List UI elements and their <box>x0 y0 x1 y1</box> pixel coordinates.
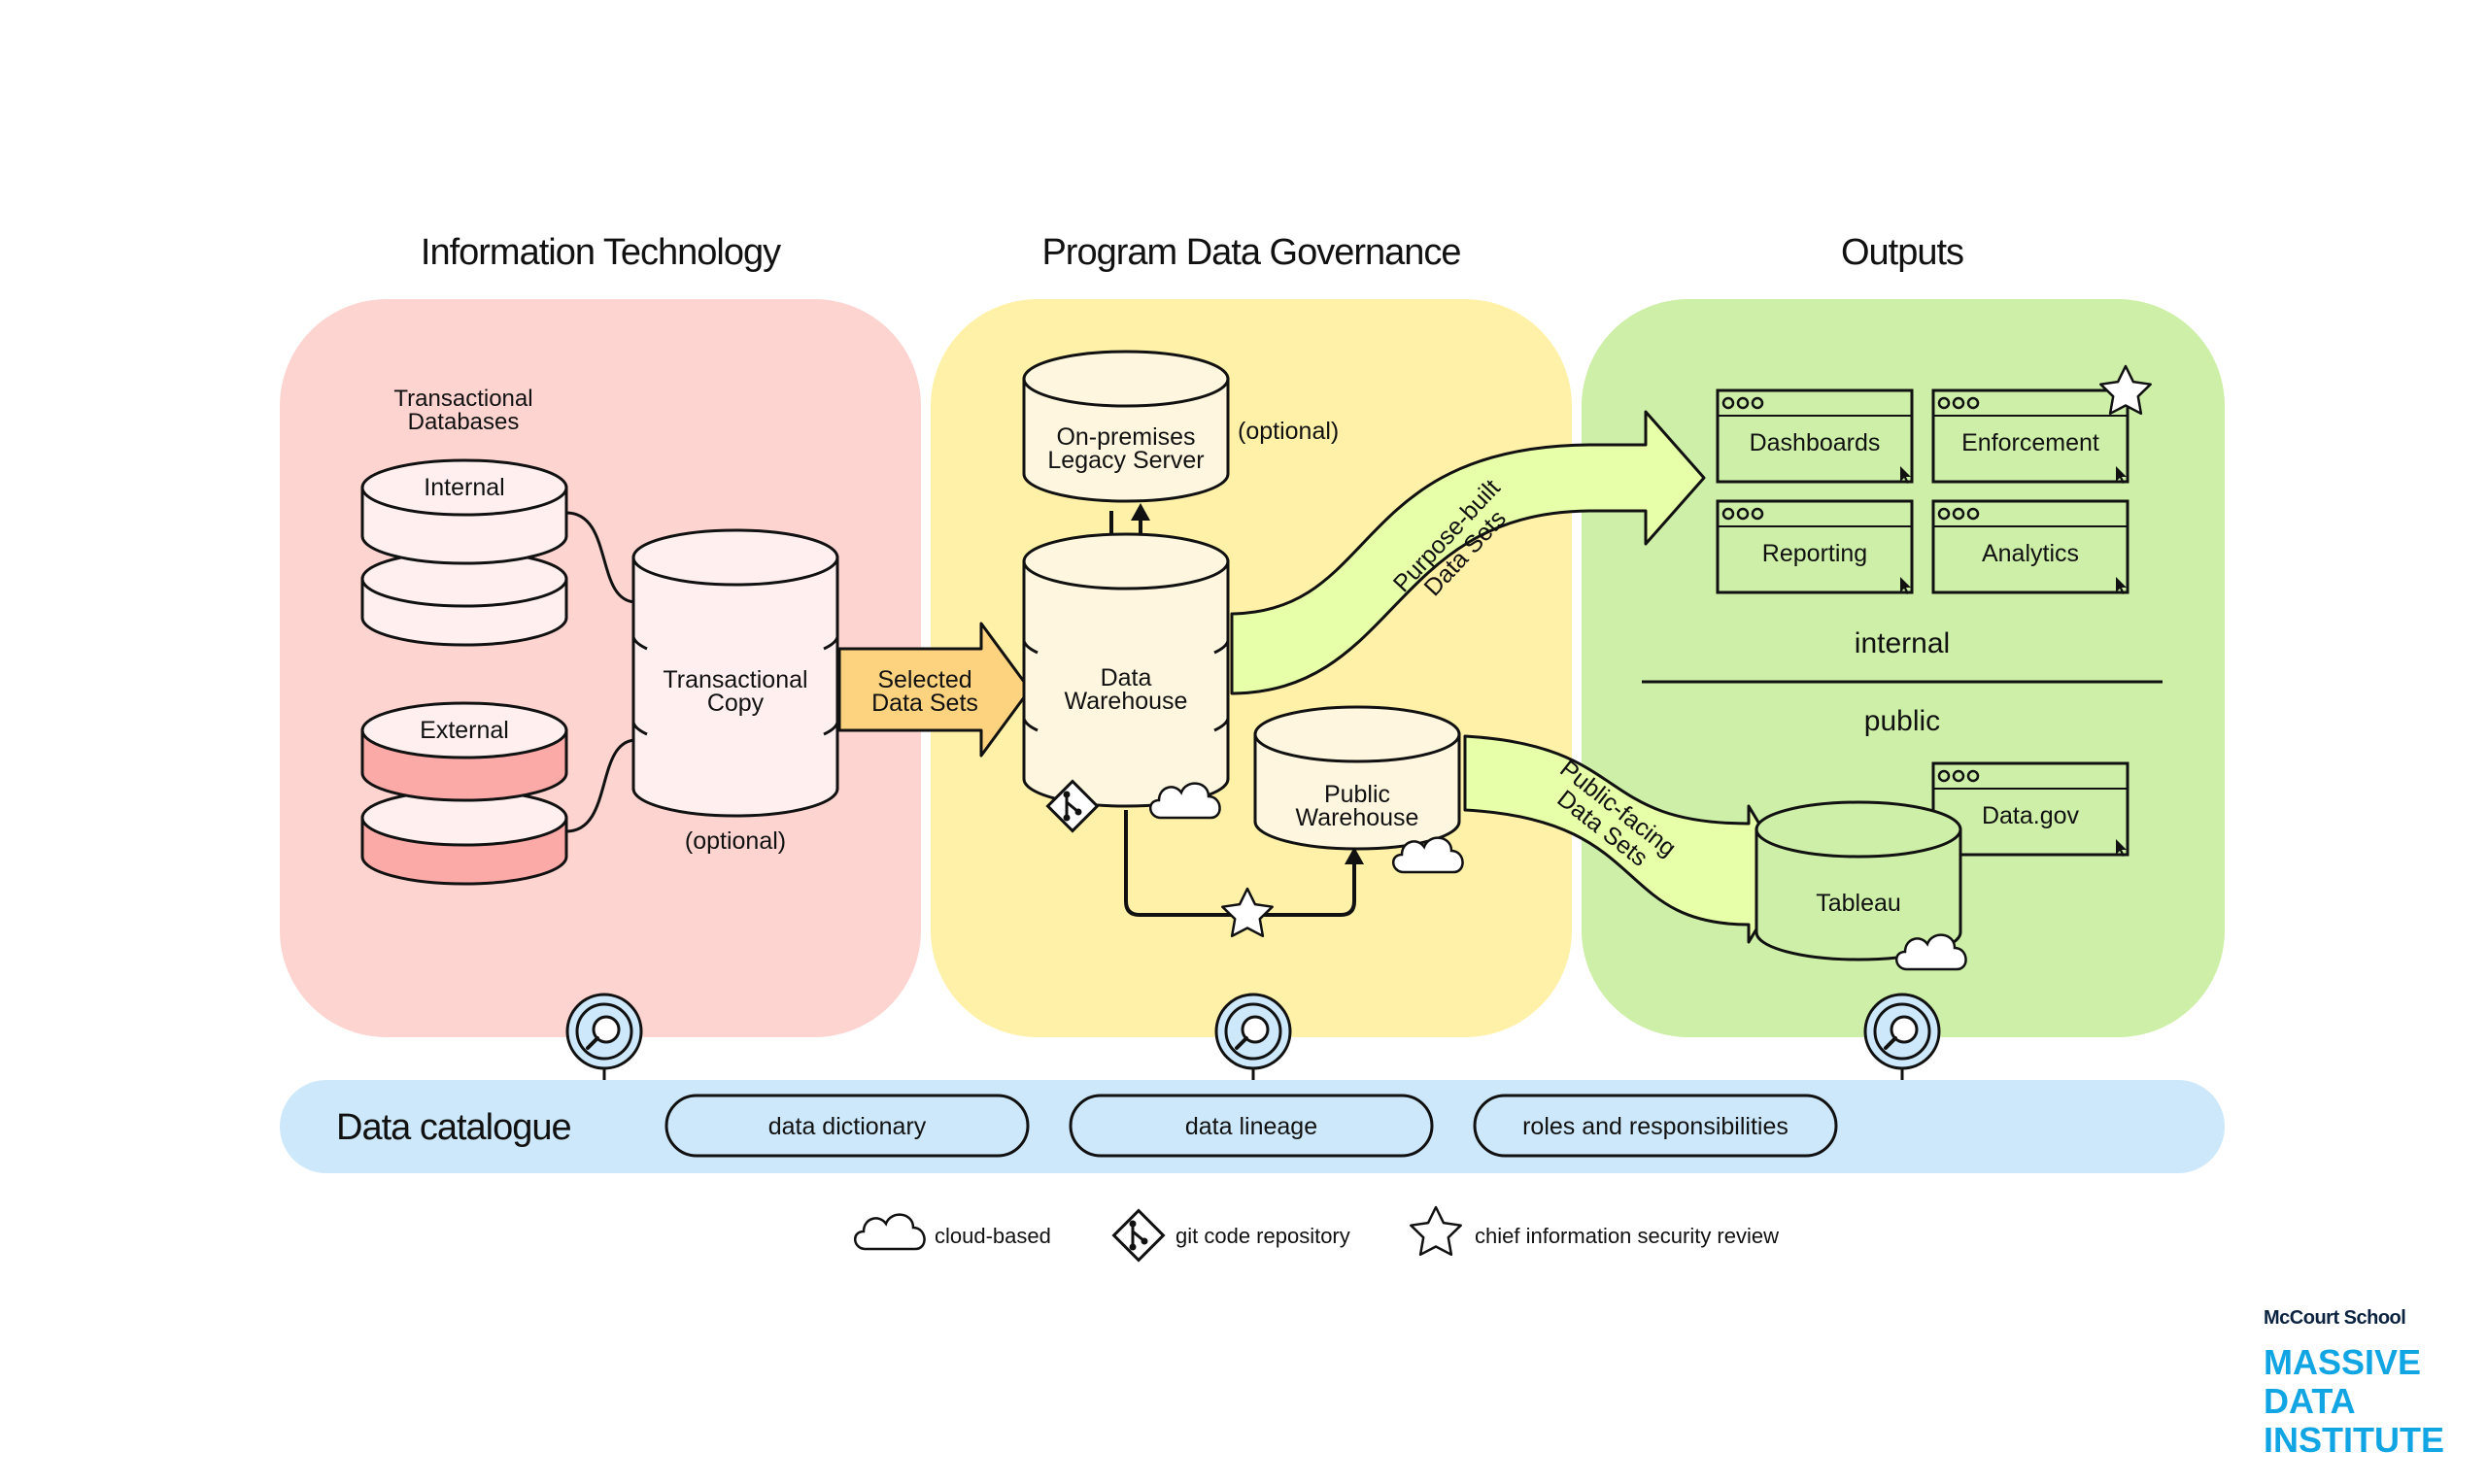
app-window-reporting-label: Reporting <box>1762 540 1867 567</box>
pill-roles-responsibilities-label: roles and responsibilities <box>1522 1113 1789 1140</box>
app-window-datagov[interactable] <box>1931 761 2129 857</box>
section-title-it: Information Technology <box>421 232 781 273</box>
brand-line-2: DATA <box>2264 1381 2356 1421</box>
data-warehouse-label-2: Warehouse <box>1065 688 1188 715</box>
app-window-enforcement-label: Enforcement <box>1961 429 2099 456</box>
selected-data-sets-label-1: Selected <box>877 666 971 693</box>
tableau-label: Tableau <box>1816 890 1901 917</box>
pill-data-lineage[interactable] <box>1069 1094 1434 1158</box>
app-window-enforcement[interactable] <box>1931 388 2129 484</box>
pill-data-dictionary[interactable] <box>664 1094 1030 1158</box>
legend-star-label: chief information security review <box>1475 1224 1779 1248</box>
selected-data-sets-arrow <box>837 622 1032 758</box>
brand-line-1: MASSIVE <box>2264 1342 2422 1382</box>
app-window-dashboards-label: Dashboards <box>1750 429 1881 456</box>
legacy-server-label-2: Legacy Server <box>1047 447 1204 474</box>
legend-git-label: git code repository <box>1175 1224 1350 1248</box>
selected-data-sets-label-2: Data Sets <box>871 690 978 717</box>
public-facing-data-sets-arrow <box>1463 734 1791 944</box>
catalogue-magnifier-icon-outputs <box>1863 993 1941 1070</box>
legend-star-icon <box>1410 1205 1462 1257</box>
section-title-pdg: Program Data Governance <box>1041 232 1460 273</box>
purpose-built-data-sets-arrow <box>1230 410 1706 695</box>
internal-database-label: Internal <box>424 474 504 501</box>
data-catalogue-title: Data catalogue <box>336 1107 571 1148</box>
legacy-server-database <box>1022 350 1230 503</box>
app-window-analytics-label: Analytics <box>1982 540 2079 567</box>
transactional-copy-optional: (optional) <box>685 827 786 855</box>
catalogue-magnifier-icon-pdg <box>1214 993 1292 1070</box>
legacy-server-optional: (optional) <box>1238 418 1339 445</box>
public-warehouse-label-1: Public <box>1324 781 1390 808</box>
legend-cloud-label: cloud-based <box>935 1224 1051 1248</box>
data-warehouse-database <box>1022 532 1230 808</box>
legend-cloud-icon <box>853 1213 926 1251</box>
pill-data-dictionary-label: data dictionary <box>768 1113 927 1140</box>
external-database <box>360 701 568 886</box>
public-label: public <box>1864 705 1940 737</box>
brand-school: McCourt School <box>2264 1307 2406 1329</box>
internal-database <box>360 458 568 647</box>
app-window-analytics[interactable] <box>1931 499 2129 594</box>
transactional-databases-label-1: Transactional <box>393 386 532 412</box>
data-warehouse-label-1: Data <box>1101 664 1152 691</box>
transactional-copy-label-2: Copy <box>707 690 765 717</box>
brand-line-3: INSTITUTE <box>2264 1420 2444 1460</box>
legacy-server-label-1: On-premises <box>1056 423 1195 451</box>
public-warehouse-label-2: Warehouse <box>1296 804 1419 831</box>
section-title-outputs: Outputs <box>1841 232 1963 273</box>
catalogue-magnifier-icon-it <box>565 993 643 1070</box>
app-window-datagov-label: Data.gov <box>1982 802 2080 829</box>
external-database-label: External <box>420 717 509 744</box>
app-window-dashboards[interactable] <box>1716 388 1914 484</box>
tableau-database <box>1755 800 1962 961</box>
transactional-databases-label-2: Databases <box>408 409 520 435</box>
brand-logo: McCourt School MASSIVE DATA INSTITUTE <box>2264 1307 2444 1460</box>
transactional-copy-label-1: Transactional <box>663 666 807 693</box>
legend-git-icon <box>1112 1209 1165 1262</box>
app-window-reporting[interactable] <box>1716 499 1914 594</box>
pill-data-lineage-label: data lineage <box>1185 1113 1317 1140</box>
transactional-copy-database <box>631 528 839 818</box>
internal-label: internal <box>1855 627 1950 659</box>
pill-roles-responsibilities[interactable] <box>1473 1094 1838 1158</box>
public-warehouse-database <box>1253 705 1461 851</box>
